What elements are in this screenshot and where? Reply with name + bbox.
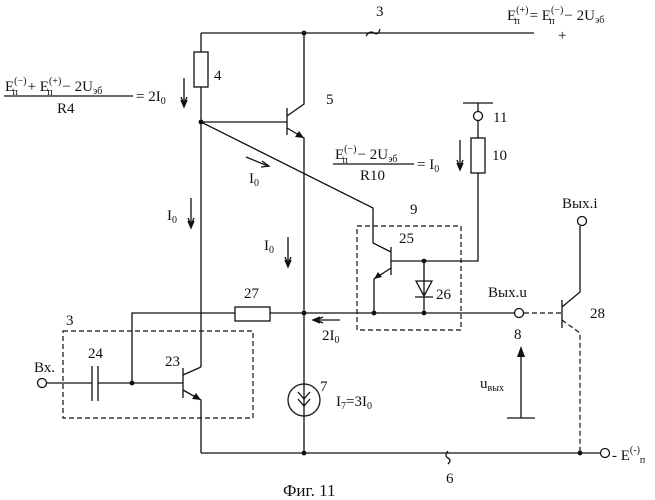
r10-formula-numerator: E(−)п − 2Uэб xyxy=(335,144,398,166)
i-arrow-r4 xyxy=(181,78,187,107)
labels: 3 4 5 11 10 9 25 26 27 3 24 23 7 8 28 6 … xyxy=(5,4,646,500)
label-node-8: 8 xyxy=(514,327,522,343)
minus-supply-terminal[interactable] xyxy=(601,449,610,458)
minus-supply-label: - E(-)п xyxy=(612,445,646,466)
node xyxy=(422,311,427,316)
node xyxy=(302,451,307,456)
label-block-3: 3 xyxy=(66,313,74,329)
node xyxy=(130,381,135,386)
node xyxy=(199,120,204,125)
current-i0-mid: I0 xyxy=(264,238,274,256)
transistor-23 xyxy=(183,367,201,453)
i-arrow-mid xyxy=(285,237,291,267)
current-i0-left: I0 xyxy=(167,208,177,226)
label-resistor-27: 27 xyxy=(244,286,260,302)
t25-emitter-arrow xyxy=(374,272,382,279)
nodes xyxy=(130,31,583,456)
node xyxy=(302,31,307,36)
current-i7: I7=3I0 xyxy=(336,394,372,412)
r4-formula-denominator: R4 xyxy=(57,101,75,117)
transistor-5 xyxy=(287,33,304,453)
node-8-terminal[interactable] xyxy=(515,309,524,318)
label-block-9: 9 xyxy=(410,202,418,218)
i-arrow-2i0 xyxy=(313,317,340,323)
label-transistor-23: 23 xyxy=(165,354,180,370)
r10-formula-denominator: R10 xyxy=(360,168,385,184)
node xyxy=(372,311,377,316)
r10-formula-result: = I0 xyxy=(417,157,439,175)
i-arrow-left xyxy=(188,198,194,228)
label-transistor-28: 28 xyxy=(590,306,605,322)
transistor-28 xyxy=(562,226,580,328)
label-transistor-25: 25 xyxy=(399,231,414,247)
input-terminal[interactable] xyxy=(38,379,47,388)
current-2i0: 2I0 xyxy=(322,328,340,346)
label-rail-3: 3 xyxy=(376,4,384,20)
t23-emitter-arrow xyxy=(192,393,201,400)
current-i0-diag: I0 xyxy=(249,171,259,189)
uout-arrow xyxy=(507,356,535,418)
t28-emitter xyxy=(562,320,580,453)
output-i-label: Вых.i xyxy=(562,196,598,212)
diagonal-wire xyxy=(201,122,391,252)
r4-formula-result: = 2I0 xyxy=(136,89,166,107)
input-label: Вх. xyxy=(34,360,55,376)
uout-arrow-head xyxy=(517,346,525,357)
input-wire xyxy=(47,366,183,401)
top-supply-formula: E(+)п = E(−)п − 2Uэб xyxy=(507,5,604,27)
resistor-10 xyxy=(471,138,485,173)
terminal-11[interactable] xyxy=(474,112,483,121)
label-transistor-5: 5 xyxy=(326,92,334,108)
node xyxy=(302,311,307,316)
resistor-27 xyxy=(235,307,270,321)
output-i-terminal[interactable] xyxy=(578,217,587,226)
label-source-7: 7 xyxy=(320,379,328,395)
label-capacitor-24: 24 xyxy=(88,346,104,362)
transistor-25 xyxy=(374,247,391,313)
label-resistor-4: 4 xyxy=(214,68,222,84)
label-rail-6: 6 xyxy=(446,471,454,487)
output-u-label: Вых.u xyxy=(488,285,527,301)
figure-caption: Фиг. 11 xyxy=(283,481,335,500)
plus-label: + xyxy=(558,28,566,44)
label-diode-26: 26 xyxy=(436,287,452,303)
i-arrow-diag xyxy=(246,157,269,167)
node xyxy=(578,451,583,456)
i-arrow-r10 xyxy=(457,140,463,170)
r4-formula-numerator: E(−)п + E(+)п − 2Uэб xyxy=(5,76,102,98)
node xyxy=(422,259,427,264)
resistor-4 xyxy=(194,52,208,87)
t5-emitter-arrow xyxy=(295,131,304,138)
label-resistor-10: 10 xyxy=(492,148,507,164)
diode-26 xyxy=(415,261,433,313)
label-terminal-11: 11 xyxy=(493,110,507,126)
voltage-uout: uвых xyxy=(480,376,504,394)
